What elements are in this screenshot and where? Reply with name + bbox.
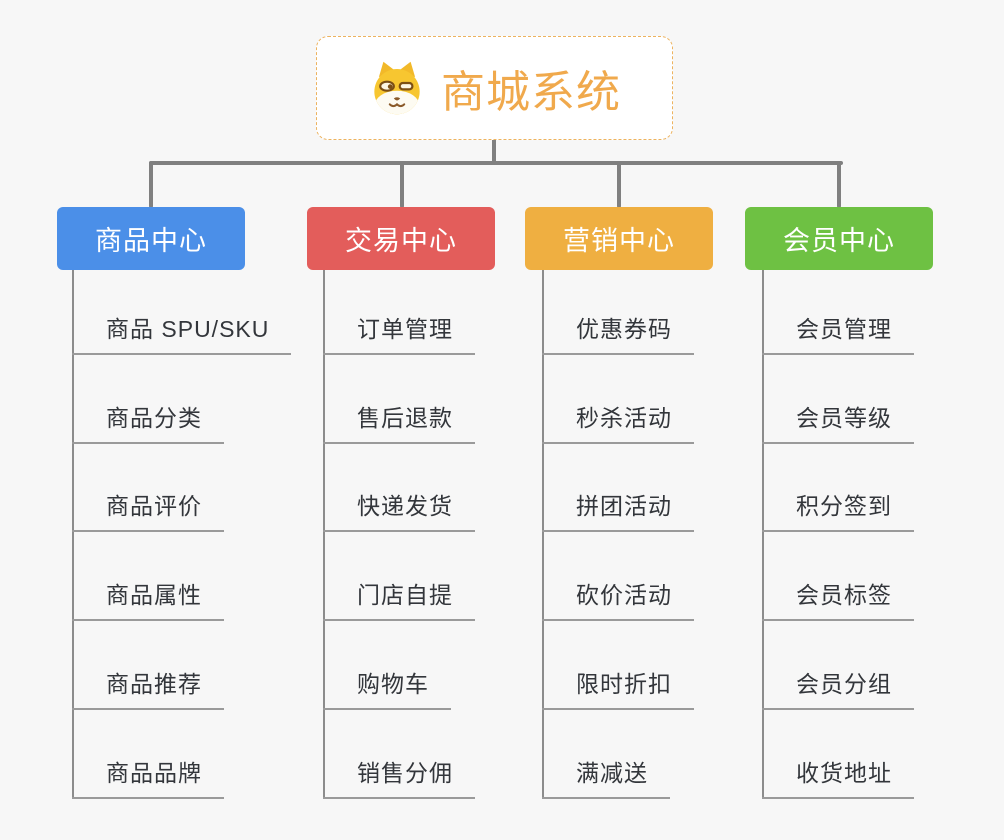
leaf-topic[interactable]: 商品评价 <box>72 491 224 532</box>
branch-trade-center[interactable]: 交易中心 <box>307 207 495 270</box>
spine-product <box>72 270 74 799</box>
connector-drop-product <box>149 161 153 208</box>
leaf-topic[interactable]: 商品 SPU/SKU <box>72 314 292 355</box>
leaf-topic[interactable]: 限时折扣 <box>542 669 694 710</box>
leaf-topic[interactable]: 收货地址 <box>762 758 914 799</box>
leaf-topic[interactable]: 会员标签 <box>762 580 914 621</box>
shiba-dog-icon <box>374 61 420 115</box>
leaf-topic[interactable]: 订单管理 <box>323 314 475 355</box>
leaf-topic[interactable]: 满减送 <box>542 758 670 799</box>
leaf-topic[interactable]: 商品属性 <box>72 580 224 621</box>
leaf-topic[interactable]: 拼团活动 <box>542 491 694 532</box>
connector-drop-marketing <box>617 161 621 208</box>
leaf-topic[interactable]: 会员分组 <box>762 669 914 710</box>
leaf-topic[interactable]: 优惠券码 <box>542 314 694 355</box>
leaf-topic[interactable]: 商品品牌 <box>72 758 224 799</box>
leaf-topic[interactable]: 会员管理 <box>762 314 914 355</box>
branch-member-center[interactable]: 会员中心 <box>745 207 933 270</box>
branch-product-center[interactable]: 商品中心 <box>57 207 245 270</box>
leaf-topic[interactable]: 砍价活动 <box>542 580 694 621</box>
spine-member <box>762 270 764 799</box>
leaf-topic[interactable]: 销售分佣 <box>323 758 475 799</box>
leaf-topic[interactable]: 积分签到 <box>762 491 914 532</box>
branch-marketing-center[interactable]: 营销中心 <box>525 207 713 270</box>
connector-root-stub <box>492 140 496 165</box>
leaf-topic[interactable]: 门店自提 <box>323 580 475 621</box>
leaf-topic[interactable]: 会员等级 <box>762 403 914 444</box>
leaf-topic[interactable]: 商品分类 <box>72 403 224 444</box>
spine-marketing <box>542 270 544 799</box>
connector-drop-member <box>837 161 841 208</box>
leaf-topic[interactable]: 快递发货 <box>323 491 475 532</box>
leaf-topic[interactable]: 售后退款 <box>323 403 475 444</box>
leaf-topic[interactable]: 购物车 <box>323 669 451 710</box>
leaf-topic[interactable]: 商品推荐 <box>72 669 224 710</box>
root-topic[interactable]: 商城系统 <box>316 36 673 140</box>
connector-bus <box>149 161 843 165</box>
root-topic-label: 商城系统 <box>441 68 621 117</box>
spine-trade <box>323 270 325 799</box>
connector-drop-trade <box>400 161 404 208</box>
leaf-topic[interactable]: 秒杀活动 <box>542 403 694 444</box>
